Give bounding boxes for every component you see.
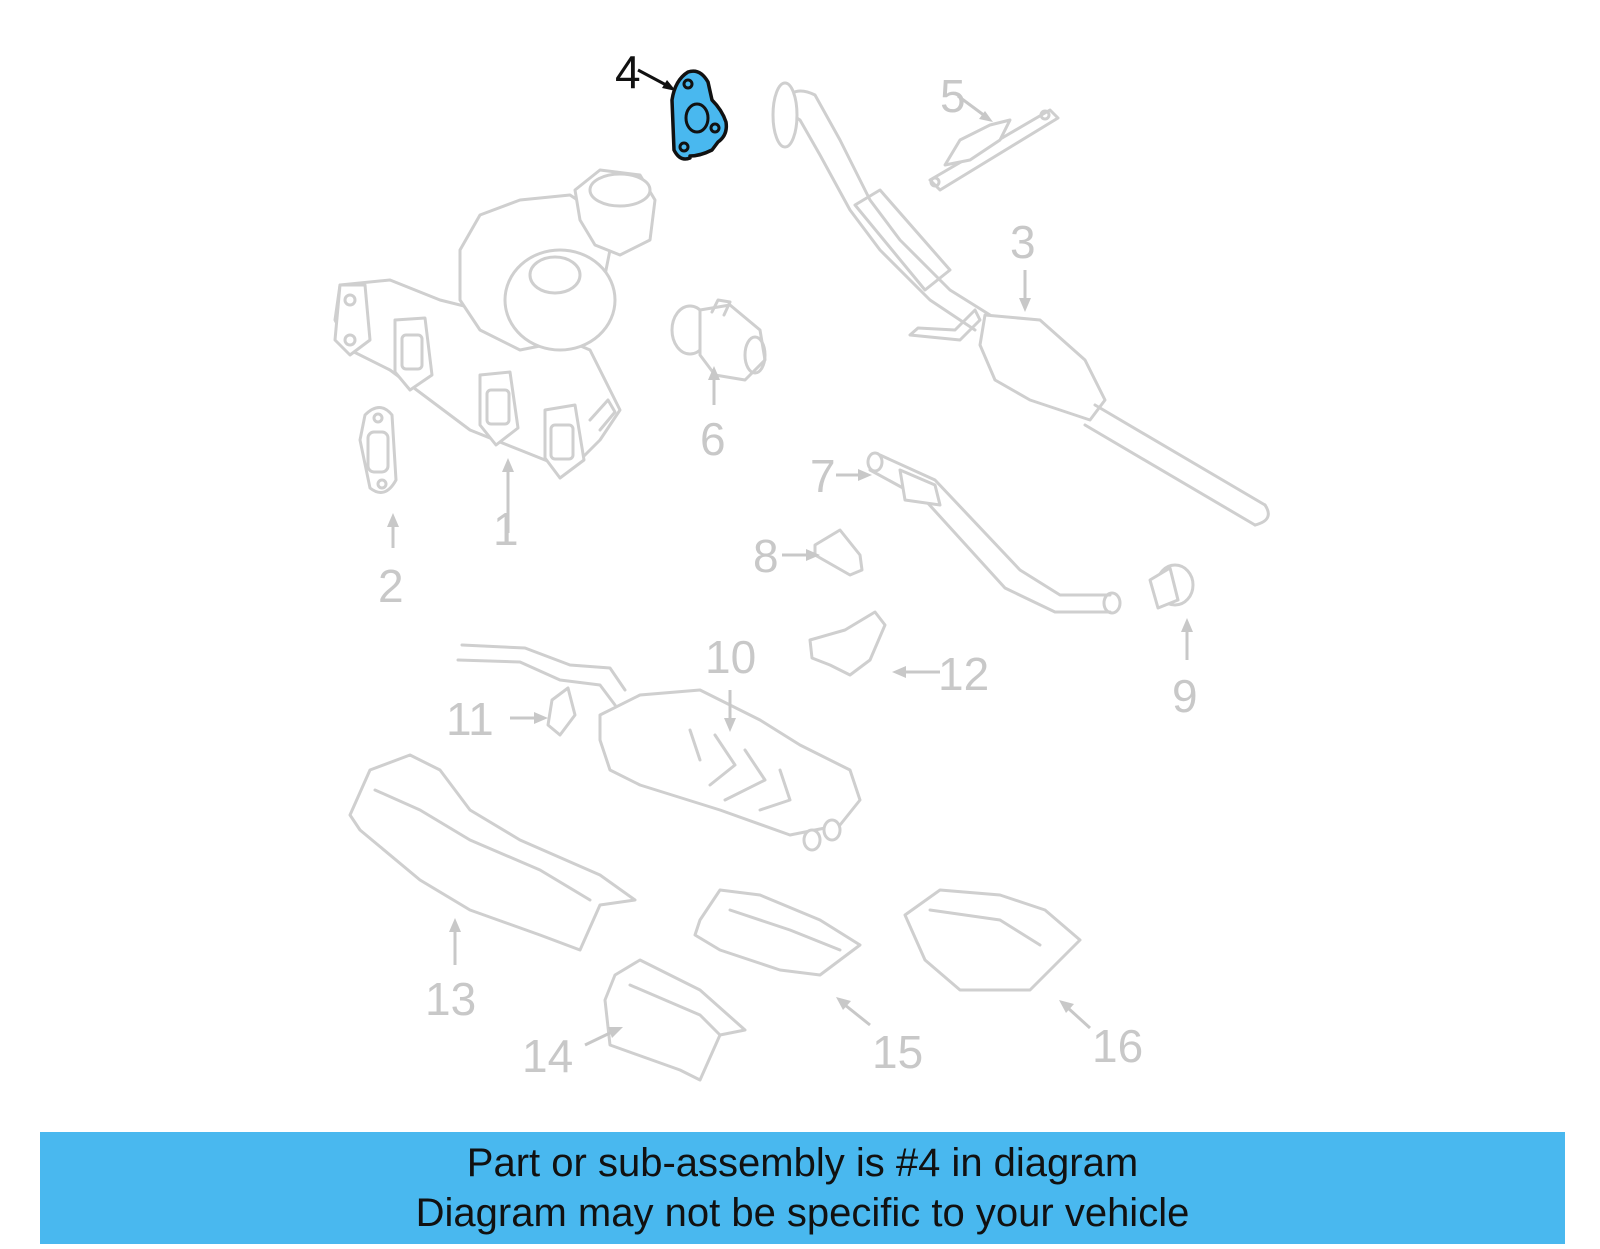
callout-16: 16: [1092, 1020, 1143, 1072]
exhaust-parts-diagram: 1 2 3 4 5 6 7 8 9 10 11 12 13 14 15 16: [333, 46, 1270, 1082]
callout-labels: 1 2 3 4 5 6 7 8 9 10 11 12 13 14 15 16: [378, 46, 1198, 1082]
callout-2: 2: [378, 560, 404, 612]
callout-14: 14: [522, 1030, 573, 1082]
callout-15: 15: [872, 1026, 923, 1078]
callout-3: 3: [1010, 216, 1036, 268]
callout-11: 11: [446, 693, 494, 745]
part-4-gasket-highlighted[interactable]: [670, 69, 729, 161]
callout-1: 1: [493, 503, 519, 555]
part-16-heat-shield: [903, 888, 1082, 992]
callout-6: 6: [700, 413, 726, 465]
part-6-clamp: [670, 298, 767, 382]
part-12-bracket: [808, 610, 887, 677]
part-8-hanger: [813, 528, 864, 577]
callout-8: 8: [753, 530, 779, 582]
callout-13: 13: [425, 973, 476, 1025]
part-2-gasket: [358, 406, 398, 494]
part-11-hanger: [546, 686, 577, 737]
part-5-bracket: [928, 108, 1060, 192]
part-14-heat-shield: [603, 958, 747, 1082]
part-7-pipe: [866, 451, 1122, 615]
callout-10: 10: [705, 631, 756, 683]
caption-line-1: Part or sub-assembly is #4 in diagram: [466, 1141, 1139, 1185]
caption-bar: Part or sub-assembly is #4 in diagram Di…: [40, 1132, 1565, 1244]
callout-leaders: [387, 68, 1193, 1047]
callout-9: 9: [1172, 670, 1198, 722]
callout-12: 12: [938, 648, 989, 700]
part-13-heat-shield: [348, 753, 637, 952]
part-3-downpipe-catalyst: [771, 81, 1270, 527]
part-15-heat-shield: [693, 888, 862, 977]
part-10-muffler: [456, 643, 862, 852]
caption-line-2: Diagram may not be specific to your vehi…: [415, 1191, 1190, 1235]
part-1-turbo-manifold: [333, 168, 657, 480]
callout-5: 5: [940, 70, 966, 122]
callout-4[interactable]: 4: [615, 46, 641, 98]
callout-7: 7: [810, 450, 836, 502]
part-9-clamp: [1148, 563, 1195, 610]
